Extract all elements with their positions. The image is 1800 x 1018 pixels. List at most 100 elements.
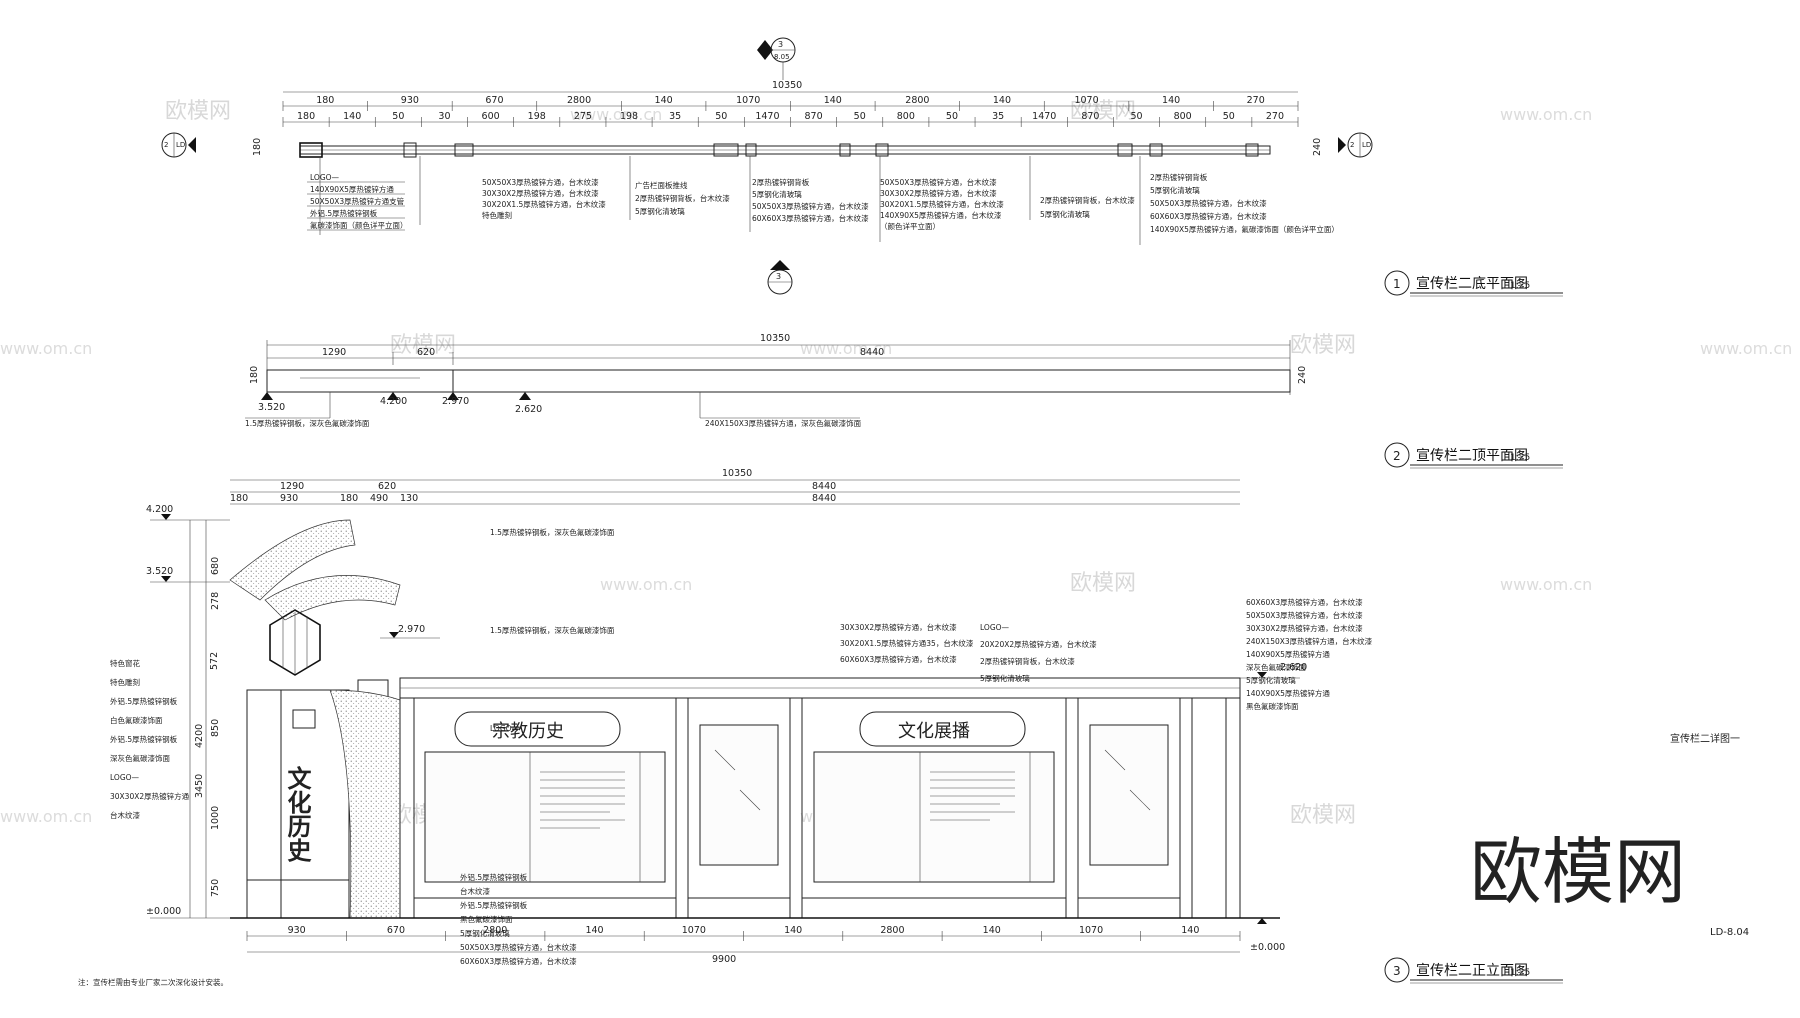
svg-text:8440: 8440 bbox=[812, 481, 836, 492]
annotation-note: 60X60X3厚热镀锌方通，台木纹漆 bbox=[1150, 211, 1267, 221]
watermark-logo-large: 欧模网 bbox=[1470, 830, 1686, 914]
annotation-note: 140X90X5厚热镀锌方通，氟碳漆饰面（颜色详平立面） bbox=[1150, 224, 1339, 234]
annotation-note: （颜色详平立面） bbox=[880, 221, 940, 231]
plan-top: 10350 1290 620 8440 180 240 3.520 4.200 … bbox=[245, 333, 1308, 428]
annotation-note: 30X20X1.5厚热镀锌方通，台木纹漆 bbox=[482, 199, 606, 209]
dimension-label: 930 bbox=[401, 95, 419, 106]
annotation-note: 外铝.5厚热镀锌钢板 bbox=[110, 696, 178, 706]
dimension-label: 870 bbox=[1081, 111, 1099, 122]
annotation-note: 1.5厚热镀锌钢板，深灰色氟碳漆饰面 bbox=[490, 625, 615, 635]
annotation-note: 特色雕刻 bbox=[110, 677, 140, 687]
dimension-label: 2800 bbox=[567, 95, 591, 106]
dimension-label: 198 bbox=[528, 111, 546, 122]
annotation-note: 2厚热镀锌钢背板，台木纹漆 bbox=[1040, 195, 1135, 205]
annotation-note: 30X30X2厚热镀锌方通，台木纹漆 bbox=[482, 188, 599, 198]
annotation-note: 白色氟碳漆饰面 bbox=[110, 715, 163, 725]
svg-text:3.520: 3.520 bbox=[146, 566, 173, 577]
svg-text:www.om.cn: www.om.cn bbox=[1500, 105, 1592, 124]
dimension-label: 1070 bbox=[1079, 925, 1103, 936]
dimension-label: 140 bbox=[983, 925, 1001, 936]
svg-text:3: 3 bbox=[778, 40, 783, 49]
annotation-note: 50X50X3厚热镀锌方通，台木纹漆 bbox=[460, 942, 577, 952]
dimension-label: 270 bbox=[1247, 95, 1265, 106]
svg-text:3: 3 bbox=[1393, 964, 1401, 978]
annotation-note: 2厚热镀锌钢背板，台木纹漆 bbox=[980, 656, 1075, 666]
svg-text:2.620: 2.620 bbox=[1280, 662, 1307, 673]
annotation-note: 深灰色氟碳漆饰面 bbox=[1246, 662, 1306, 672]
dimension-label: 1470 bbox=[1032, 111, 1056, 122]
dimension-label: 1070 bbox=[682, 925, 706, 936]
svg-text:宣传栏二底平面图: 宣传栏二底平面图 bbox=[1416, 276, 1528, 292]
panel-1-text-block bbox=[540, 771, 625, 829]
annotation-note: 广告栏面板推线 bbox=[635, 180, 688, 190]
annotation-note: 30X20X1.5厚热镀锌方通，台木纹漆 bbox=[880, 199, 1004, 209]
annotation-note: 黑色氟碳漆饰面 bbox=[460, 914, 513, 924]
svg-text:180: 180 bbox=[249, 366, 260, 384]
svg-text:10350: 10350 bbox=[722, 468, 752, 479]
annotation-note: 2厚热镀锌钢背板 bbox=[752, 177, 810, 187]
plan-top-title: 2 宣传栏二顶平面图 1:25 bbox=[1384, 442, 1563, 469]
annotation-note: LOGO— bbox=[980, 623, 1010, 632]
section-marker-top: 3 8.05 bbox=[757, 37, 796, 80]
watermarks: 欧模网 www.om.cn 欧模网 www.om.cn 欧模网 www.om.c… bbox=[0, 99, 1792, 828]
dimension-label: 140 bbox=[824, 95, 842, 106]
elevation-notes-left: 特色窗花特色雕刻外铝.5厚热镀锌钢板白色氟碳漆饰面外铝.5厚热镀锌钢板深灰色氟碳… bbox=[110, 658, 190, 820]
svg-text:10350: 10350 bbox=[760, 333, 790, 344]
svg-text:572: 572 bbox=[209, 652, 220, 670]
dimension-label: 270 bbox=[1266, 111, 1284, 122]
svg-text:620: 620 bbox=[417, 347, 435, 358]
annotation-note: 50X50X3厚热镀锌方通，台木纹漆 bbox=[752, 201, 869, 211]
annotation-note: 50X50X3厚热镀锌方通，台木纹漆 bbox=[482, 177, 599, 187]
svg-text:3: 3 bbox=[776, 272, 781, 281]
panel-2-heading: 文化展播 bbox=[898, 721, 970, 742]
annotation-note: 5厚钢化清玻璃 bbox=[1246, 675, 1296, 685]
svg-text:宣传栏二正立面图: 宣传栏二正立面图 bbox=[1416, 963, 1528, 979]
dimension-label: 2800 bbox=[483, 925, 507, 936]
svg-text:1:25: 1:25 bbox=[1510, 968, 1530, 978]
svg-text:欧模网: 欧模网 bbox=[1070, 571, 1136, 596]
annotation-note: 外铝.5厚热镀锌钢板 bbox=[310, 208, 378, 218]
svg-text:4.200: 4.200 bbox=[380, 396, 407, 407]
dimension-label: 1070 bbox=[1074, 95, 1098, 106]
dimension-label: 50 bbox=[715, 111, 727, 122]
svg-text:130: 130 bbox=[400, 493, 418, 504]
svg-text:www.om.cn: www.om.cn bbox=[0, 807, 92, 826]
svg-text:www.om.cn: www.om.cn bbox=[600, 575, 692, 594]
annotation-note: LOGO— bbox=[490, 724, 520, 733]
svg-text:930: 930 bbox=[280, 493, 298, 504]
dimension-label: 140 bbox=[1181, 925, 1199, 936]
annotation-note: 140X90X5厚热镀锌方通，台木纹漆 bbox=[880, 210, 1002, 220]
svg-text:240: 240 bbox=[1312, 138, 1323, 156]
annotation-note: 30X30X2厚热镀锌方通，台木纹漆 bbox=[1246, 623, 1363, 633]
svg-text:2: 2 bbox=[164, 141, 168, 149]
annotation-note: 外铝.5厚热镀锌钢板 bbox=[110, 734, 178, 744]
dimension-label: 275 bbox=[574, 111, 592, 122]
annotation-note: 20X20X2厚热镀锌方通，台木纹漆 bbox=[980, 639, 1097, 649]
svg-text:2.620: 2.620 bbox=[515, 404, 542, 415]
svg-text:欧模网: 欧模网 bbox=[1070, 99, 1136, 124]
annotation-note: 2厚热镀锌钢背板，台木纹漆 bbox=[635, 193, 730, 203]
dimension-label: 180 bbox=[297, 111, 315, 122]
svg-text:2.970: 2.970 bbox=[398, 624, 425, 635]
elevation-notes-top: 1.5厚热镀锌钢板，深灰色氟碳漆饰面1.5厚热镀锌钢板，深灰色氟碳漆饰面LOGO… bbox=[490, 527, 615, 733]
annotation-note: 特色雕刻 bbox=[482, 210, 512, 220]
svg-text:LD: LD bbox=[176, 141, 185, 149]
svg-text:2.970: 2.970 bbox=[442, 396, 469, 407]
svg-text:1: 1 bbox=[1393, 277, 1401, 291]
annotation-note: 5厚钢化清玻璃 bbox=[980, 673, 1030, 683]
dimension-label: 670 bbox=[485, 95, 503, 106]
dimension-label: 800 bbox=[1174, 111, 1192, 122]
svg-text:3.520: 3.520 bbox=[258, 402, 285, 413]
annotation-note: 240X150X3厚热镀锌方通，台木纹漆 bbox=[1246, 636, 1373, 646]
footnote: 注：宣传栏需由专业厂家二次深化设计安装。 bbox=[78, 977, 228, 987]
svg-text:1000: 1000 bbox=[210, 806, 221, 830]
dimension-label: 800 bbox=[897, 111, 915, 122]
svg-text:278: 278 bbox=[210, 592, 221, 610]
plan-bottom-notes-mid1: 50X50X3厚热镀锌方通，台木纹漆30X30X2厚热镀锌方通，台木纹漆30X2… bbox=[482, 177, 606, 220]
elevation-notes-mid: 30X30X2厚热镀锌方通，台木纹漆30X20X1.5厚热镀锌方通35，台木纹漆… bbox=[840, 622, 974, 664]
annotation-note: 5厚钢化清玻璃 bbox=[752, 189, 802, 199]
svg-text:1:25: 1:25 bbox=[1510, 281, 1530, 291]
annotation-note: 深灰色氟碳漆饰面 bbox=[110, 753, 170, 763]
